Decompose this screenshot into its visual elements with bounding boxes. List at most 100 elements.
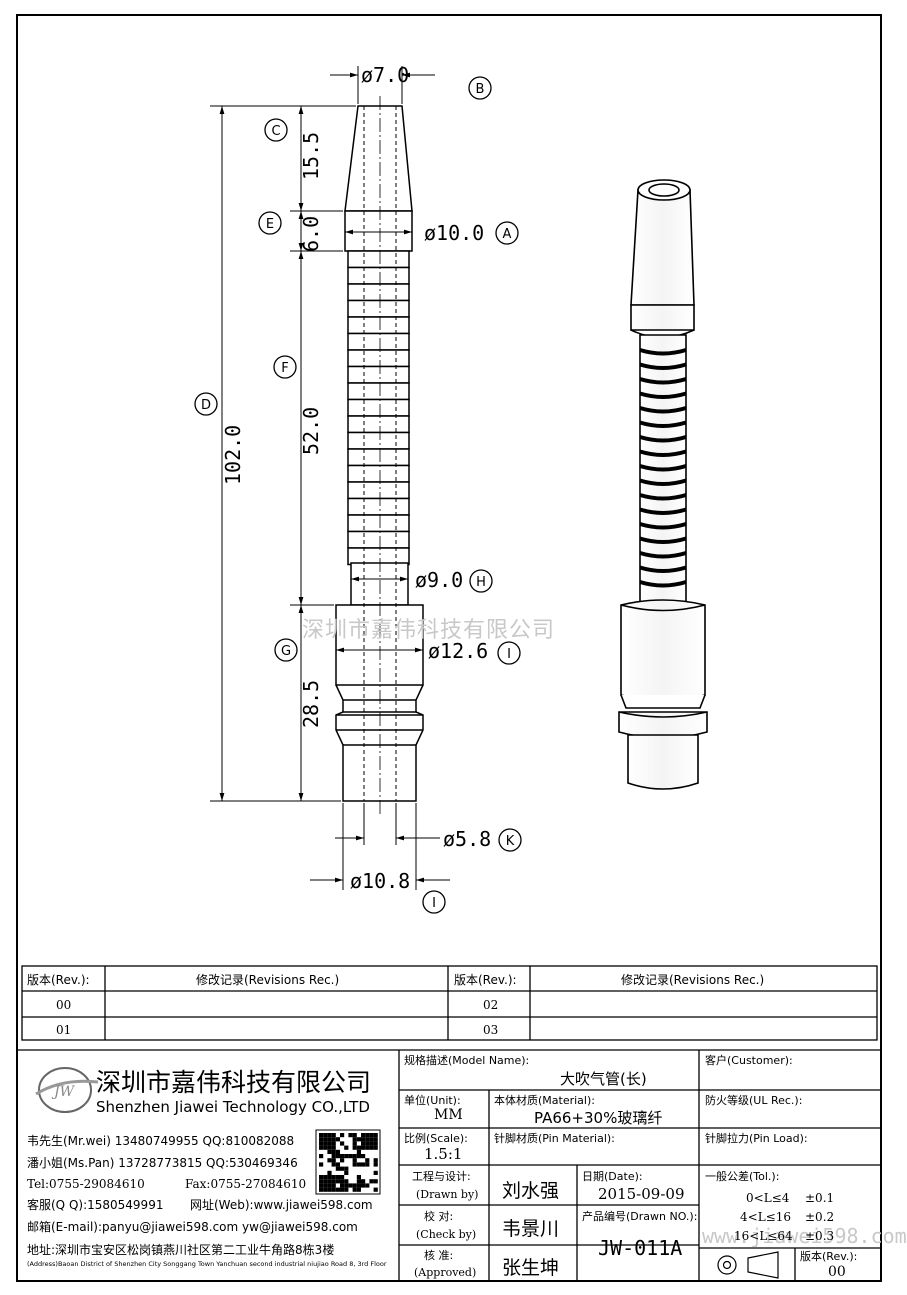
tol-range-2: 4<L≤16 <box>740 1210 791 1224</box>
marker-f: F <box>281 361 288 376</box>
contact-pan: 潘小姐(Ms.Pan) 13728773815 QQ:530469346 <box>27 1156 298 1170</box>
pin-material-label: 针脚材质(Pin Material): <box>494 1132 615 1145</box>
material-label: 本体材质(Material): <box>494 1094 595 1107</box>
rib-segment <box>347 464 410 483</box>
drawing-frame <box>16 14 882 1282</box>
model-value: 大吹气管(长) <box>560 1070 647 1088</box>
iso-rib <box>639 522 687 530</box>
ribbed-section <box>347 250 410 566</box>
callout-markers: B C E A F D H G I K I <box>194 76 522 914</box>
rev-label-title: 版本(Rev.): <box>800 1250 858 1263</box>
rib-segment <box>347 332 410 351</box>
address-en: (Address)Baoan District of Shenzhen City… <box>27 1260 387 1268</box>
check-label-en: (Check by) <box>416 1228 477 1241</box>
iso-rib <box>639 362 687 370</box>
rib-segment <box>347 266 410 285</box>
ul-label: 防火等级(UL Rec.): <box>705 1094 803 1107</box>
approved-label: 核 准: <box>424 1249 454 1262</box>
watermark: 深圳市嘉伟科技有限公司 <box>302 618 556 643</box>
company-name-cn: 深圳市嘉伟科技有限公司 <box>96 1068 372 1097</box>
rev-value-title: 00 <box>828 1264 846 1280</box>
material-value: PA66+30%玻璃纤 <box>534 1109 663 1127</box>
qr-code-icon <box>315 1129 381 1195</box>
drawno-label: 产品编号(Drawn NO.): <box>582 1210 698 1223</box>
contact-web: 网址(Web):www.jiawei598.com <box>190 1198 373 1212</box>
iso-rib <box>639 536 687 544</box>
dim-cap-diameter: ø10.0 <box>424 221 484 245</box>
contact-wei: 韦先生(Mr.wei) 13480749955 QQ:810082088 <box>27 1134 295 1148</box>
scale-label: 比例(Scale): <box>404 1132 468 1145</box>
drawn-label-en: (Drawn by) <box>416 1188 479 1201</box>
iso-rib <box>639 348 687 356</box>
front-view <box>335 96 424 815</box>
rib-segment <box>347 431 410 450</box>
dim-rib-diameter: ø9.0 <box>415 568 463 592</box>
tol-label: 一般公差(Tol.): <box>705 1170 780 1183</box>
iso-rib <box>639 377 687 385</box>
contact-tel: Tel:0755-29084610 <box>27 1177 145 1191</box>
tol-value-2: ±0.2 <box>805 1210 835 1224</box>
rib-segment <box>347 514 410 533</box>
rib-segment <box>347 283 410 302</box>
pin-load-label: 针脚拉力(Pin Load): <box>705 1132 808 1145</box>
marker-g: G <box>281 644 291 659</box>
iso-ribs <box>639 348 687 588</box>
check-label: 校 对: <box>424 1210 454 1223</box>
rib-segment <box>347 398 410 417</box>
iso-rib <box>639 406 687 414</box>
iso-rib <box>639 449 687 457</box>
dim-cone-length: 15.5 <box>299 132 323 180</box>
drawn-value: 刘水强 <box>502 1180 560 1202</box>
rec-label-2: 修改记录(Revisions Rec.) <box>621 973 765 987</box>
rib-segment <box>347 530 410 549</box>
drawno-value: JW-011A <box>598 1236 683 1260</box>
rib-segment <box>347 547 410 566</box>
iso-view <box>618 179 708 790</box>
unit-value: MM <box>434 1107 463 1123</box>
rev-label-1: 版本(Rev.): <box>27 973 90 987</box>
rib-segment <box>347 250 410 269</box>
iso-rib <box>639 565 687 573</box>
iso-rib <box>639 507 687 515</box>
dim-total-length: 102.0 <box>221 425 245 485</box>
drawn-label: 工程与设计: <box>412 1170 471 1183</box>
marker-e: E <box>266 217 274 232</box>
address-cn: 地址:深圳市宝安区松岗镇燕川社区第二工业牛角路8栋3楼 <box>27 1243 335 1257</box>
date-value: 2015-09-09 <box>598 1185 685 1203</box>
rev-label-2: 版本(Rev.): <box>454 973 517 987</box>
rev-row-02: 02 <box>483 998 499 1012</box>
marker-d: D <box>201 398 211 413</box>
tol-range-1: 0<L≤4 <box>746 1191 790 1205</box>
rib-segment <box>347 365 410 384</box>
rib-segment <box>347 448 410 467</box>
tol-value-3: ±0.3 <box>805 1229 835 1243</box>
iso-rib <box>639 435 687 443</box>
dimension-lines <box>210 66 450 890</box>
rib-segment <box>347 481 410 500</box>
rib-segment <box>347 382 410 401</box>
iso-rib <box>639 580 687 588</box>
dim-rib-length: 52.0 <box>299 407 323 455</box>
rib-segment <box>347 415 410 434</box>
iso-rib <box>639 391 687 399</box>
scale-value: 1.5:1 <box>424 1145 463 1163</box>
logo-text: JW <box>51 1084 76 1100</box>
approved-value: 张生坤 <box>502 1257 560 1279</box>
dim-cap-length: 6.0 <box>299 216 323 252</box>
iso-rib <box>639 420 687 428</box>
marker-i-bottom: I <box>432 896 436 911</box>
rev-row-00: 00 <box>56 998 72 1012</box>
marker-b: B <box>476 82 485 97</box>
marker-c: C <box>271 124 280 139</box>
iso-rib <box>639 478 687 486</box>
company-logo-icon <box>35 1067 99 1113</box>
rev-row-01: 01 <box>56 1023 72 1037</box>
dim-top-diameter: ø7.0 <box>361 63 409 87</box>
customer-label: 客户(Customer): <box>705 1054 793 1067</box>
contact-email: 邮箱(E-mail):panyu@jiawei598.com yw@jiawei… <box>27 1220 358 1234</box>
unit-label: 单位(Unit): <box>404 1094 461 1107</box>
dim-inner-diameter: ø5.8 <box>443 827 491 851</box>
rec-label-1: 修改记录(Revisions Rec.) <box>196 973 340 987</box>
date-label: 日期(Date): <box>582 1170 643 1183</box>
marker-a: A <box>503 227 512 242</box>
